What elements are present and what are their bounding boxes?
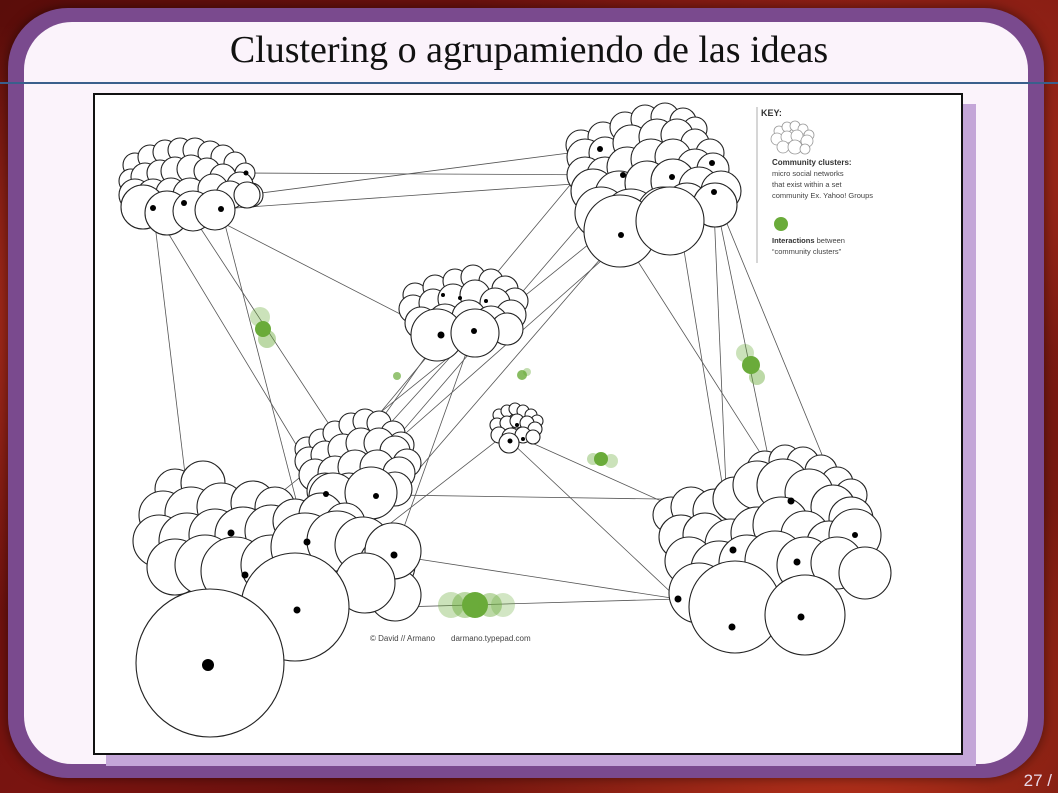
cluster-top-right (565, 102, 742, 268)
hub-dot (373, 493, 379, 499)
hub-dot (793, 558, 801, 566)
hub-dot (227, 529, 235, 537)
hub-dot (797, 613, 805, 621)
key-member-circle (787, 139, 803, 155)
interaction-blob (594, 452, 608, 466)
hub-dot (181, 200, 187, 206)
key-clusters-desc-2: that exist within a set (772, 180, 843, 189)
hub-dot (243, 170, 249, 176)
interaction-blob (462, 592, 488, 618)
connection-line (509, 440, 679, 600)
hub-dot (674, 595, 682, 603)
hub-dot (709, 160, 715, 166)
hub-dot (620, 172, 626, 178)
hub-dot (484, 299, 488, 303)
key-cluster-icon (770, 120, 815, 155)
interaction-blob (258, 330, 276, 348)
hub-dot (711, 189, 717, 195)
hub-dot (293, 606, 301, 614)
hub-dot (507, 438, 513, 444)
hub-dot (515, 423, 519, 427)
connection-line (245, 172, 624, 176)
member-circle (764, 574, 846, 656)
hub-dot (458, 296, 462, 300)
cluster-mid-upper (398, 264, 529, 362)
key-clusters-desc-3: community Ex. Yahoo! Groups (772, 191, 873, 200)
key-member-circle (776, 140, 790, 154)
hub-dot (241, 571, 249, 579)
key-title: KEY: (761, 108, 782, 118)
hub-dot (521, 437, 525, 441)
interaction-blob (517, 370, 527, 380)
cluster-top-left (118, 137, 264, 236)
cluster-network-svg: KEY: Community clusters: micro social ne… (118, 102, 892, 738)
slide-title: Clustering o agrupamiendo de las ideas (229, 29, 829, 71)
title-rule (0, 82, 1058, 84)
credit-author: © David // Armano (370, 634, 436, 643)
hub-dot (787, 497, 795, 505)
member-circle (194, 189, 236, 231)
key-member-circle (799, 143, 811, 155)
cluster-center-small (489, 402, 544, 454)
interaction-blob (491, 593, 515, 617)
hub-dot (728, 623, 736, 631)
interaction-blob (255, 321, 271, 337)
hub-dot (471, 328, 477, 334)
connection-line (220, 208, 308, 543)
cluster-bottom-left (132, 460, 422, 738)
key-clusters-desc-1: micro social networks (772, 169, 844, 178)
interaction-blob (478, 593, 502, 617)
credit-url: darmano.typepad.com (451, 634, 531, 643)
interaction-blob (393, 372, 401, 380)
hub-dot (218, 206, 224, 212)
hub-dot (303, 538, 311, 546)
member-circle (525, 429, 541, 445)
page-number: 27 / (1023, 771, 1052, 790)
hub-dot (150, 205, 156, 211)
key-interactions-line-2: “community clusters” (772, 247, 842, 256)
hub-dot (323, 491, 329, 497)
key-clusters-heading: Community clusters: (772, 158, 852, 167)
interaction-blob (742, 356, 760, 374)
hub-dot (441, 293, 445, 297)
interaction-blob (604, 454, 618, 468)
member-circle (635, 186, 705, 256)
hub-dot (669, 174, 675, 180)
member-circle (838, 546, 892, 600)
key-interactions-line-1: Interactions between (772, 236, 845, 245)
interaction-blob (523, 368, 531, 376)
hub-dot (597, 146, 603, 152)
hub-dot (729, 546, 737, 554)
hub-dot (437, 331, 445, 339)
interaction-blob (438, 592, 464, 618)
key-interaction-icon (774, 217, 788, 231)
hub-dot (202, 659, 214, 671)
connection-line (393, 330, 475, 556)
hub-dot (390, 551, 398, 559)
interaction-blob (749, 369, 765, 385)
hub-dot (852, 532, 858, 538)
cluster-bottom-right (652, 444, 892, 656)
cluster-diagram: KEY: Community clusters: micro social ne… (93, 93, 963, 755)
member-circle (233, 181, 261, 209)
hub-dot (618, 232, 624, 238)
